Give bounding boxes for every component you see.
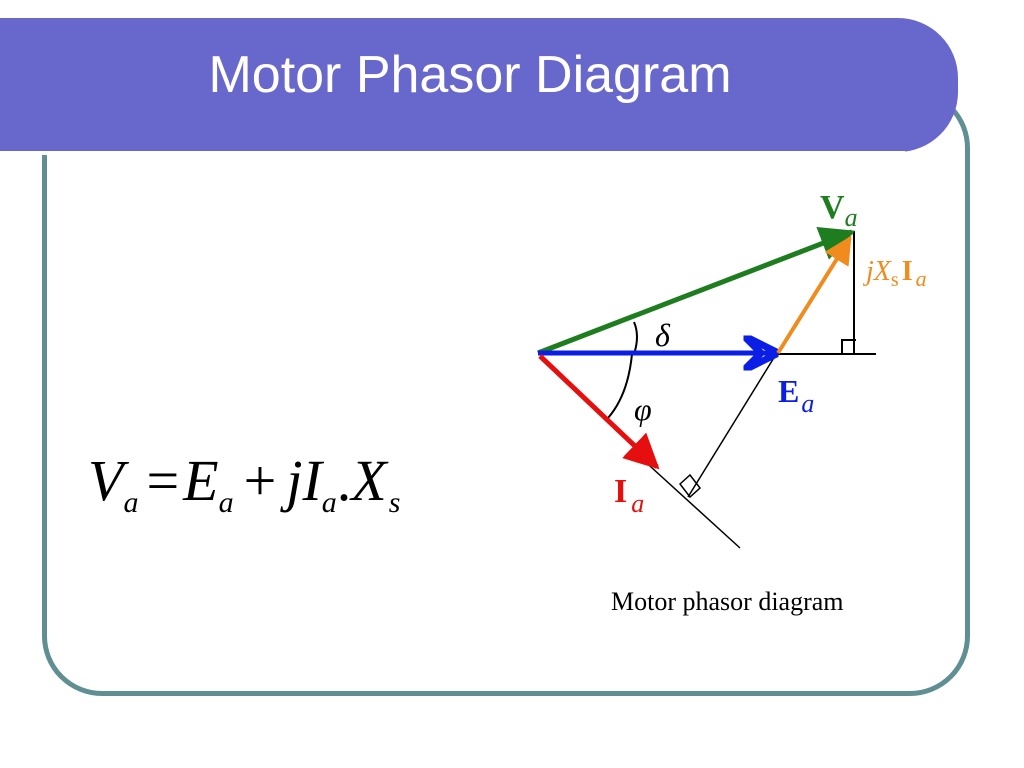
right-angle-mark-top (841, 339, 856, 354)
va-phasor (537, 226, 856, 356)
ea-label: Ea (778, 373, 814, 418)
delta-arc (633, 321, 638, 355)
phi-arc (607, 353, 633, 419)
title-underline (0, 151, 905, 155)
jxsia-phasor (776, 235, 852, 355)
right-angle-mark-bottom (678, 473, 702, 499)
ia-perpendicular-line (687, 355, 776, 498)
equation: Va=Ea+jIa.Xs (88, 448, 400, 519)
delta-label: δ (655, 317, 671, 353)
slide-title: Motor Phasor Diagram (208, 46, 732, 104)
va-label: Va (820, 189, 858, 232)
ia-extension-line (639, 456, 741, 549)
diagram-caption: Motor phasor diagram (611, 587, 844, 616)
ia-phasor (538, 354, 660, 470)
slide-frame (42, 88, 970, 696)
title-bar: Motor Phasor Diagram (0, 18, 958, 155)
phi-label: φ (634, 391, 652, 427)
